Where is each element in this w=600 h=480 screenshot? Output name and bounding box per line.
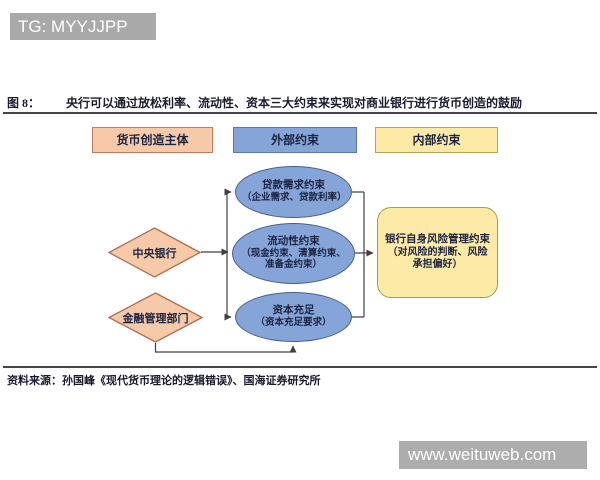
node-label: 中央银行 [132, 247, 177, 260]
header-label: 货币创造主体 [116, 133, 189, 147]
node-detail: （资本充足要求） [255, 317, 332, 328]
header-money-creation-subject: 货币创造主体 [92, 127, 213, 153]
diamond-shape [108, 227, 201, 278]
node-liquidity-constraint: 流动性约束 （现金约束、清算约束、准备金约束） [232, 223, 355, 284]
node-capital-adequacy-constraint: 资本充足 （资本充足要求） [235, 292, 352, 342]
node-title: 贷款需求约束 [262, 180, 325, 192]
watermark-top-banner: TG: MYYJJPP [10, 13, 156, 40]
source-divider-line [3, 366, 597, 368]
figure-caption-text: 央行可以通过放松利率、流动性、资本三大约束来实现对商业银行进行货币创造的鼓励 [66, 96, 523, 110]
figure-caption: 图 8： 央行可以通过放松利率、流动性、资本三大约束来实现对商业银行进行货币创造的… [7, 94, 567, 111]
node-title: 银行自身风险管理约束 [385, 234, 490, 246]
watermark-bottom-label: www.weituweb.com [408, 445, 557, 464]
diamond-shape [108, 292, 203, 343]
node-loan-demand-constraint: 贷款需求约束 （企业需求、贷款利率） [235, 166, 352, 218]
watermark-bottom-banner: www.weituweb.com [399, 441, 587, 469]
node-bank-risk-management-constraint: 银行自身风险管理约束 （对风险的判断、风险承担偏好） [377, 207, 498, 298]
header-internal-constraints: 内部约束 [375, 127, 498, 153]
watermark-top-label: TG: MYYJJPP [18, 16, 128, 36]
arrow-finance-to-capital [154, 343, 297, 353]
node-label: 金融管理部门 [122, 312, 189, 325]
header-external-constraints: 外部约束 [233, 127, 357, 153]
node-title: 资本充足 [272, 305, 315, 317]
header-label: 内部约束 [412, 133, 461, 147]
header-label: 外部约束 [270, 133, 319, 147]
figure-source: 资料来源：孙国峰《现代货币理论的逻辑错误》、国海证券研究所 [7, 375, 321, 387]
node-title: 流动性约束 [267, 236, 320, 248]
node-financial-management-dept: 金融管理部门 [108, 292, 203, 343]
figure-number-label: 图 8： [7, 96, 41, 110]
caption-divider-line [3, 112, 597, 114]
node-detail: （现金约束、清算约束、准备金约束） [241, 248, 346, 270]
node-detail: （企业需求、贷款利率） [242, 192, 347, 203]
node-central-bank: 中央银行 [108, 227, 201, 278]
node-detail: （对风险的判断、风险承担偏好） [387, 246, 488, 271]
